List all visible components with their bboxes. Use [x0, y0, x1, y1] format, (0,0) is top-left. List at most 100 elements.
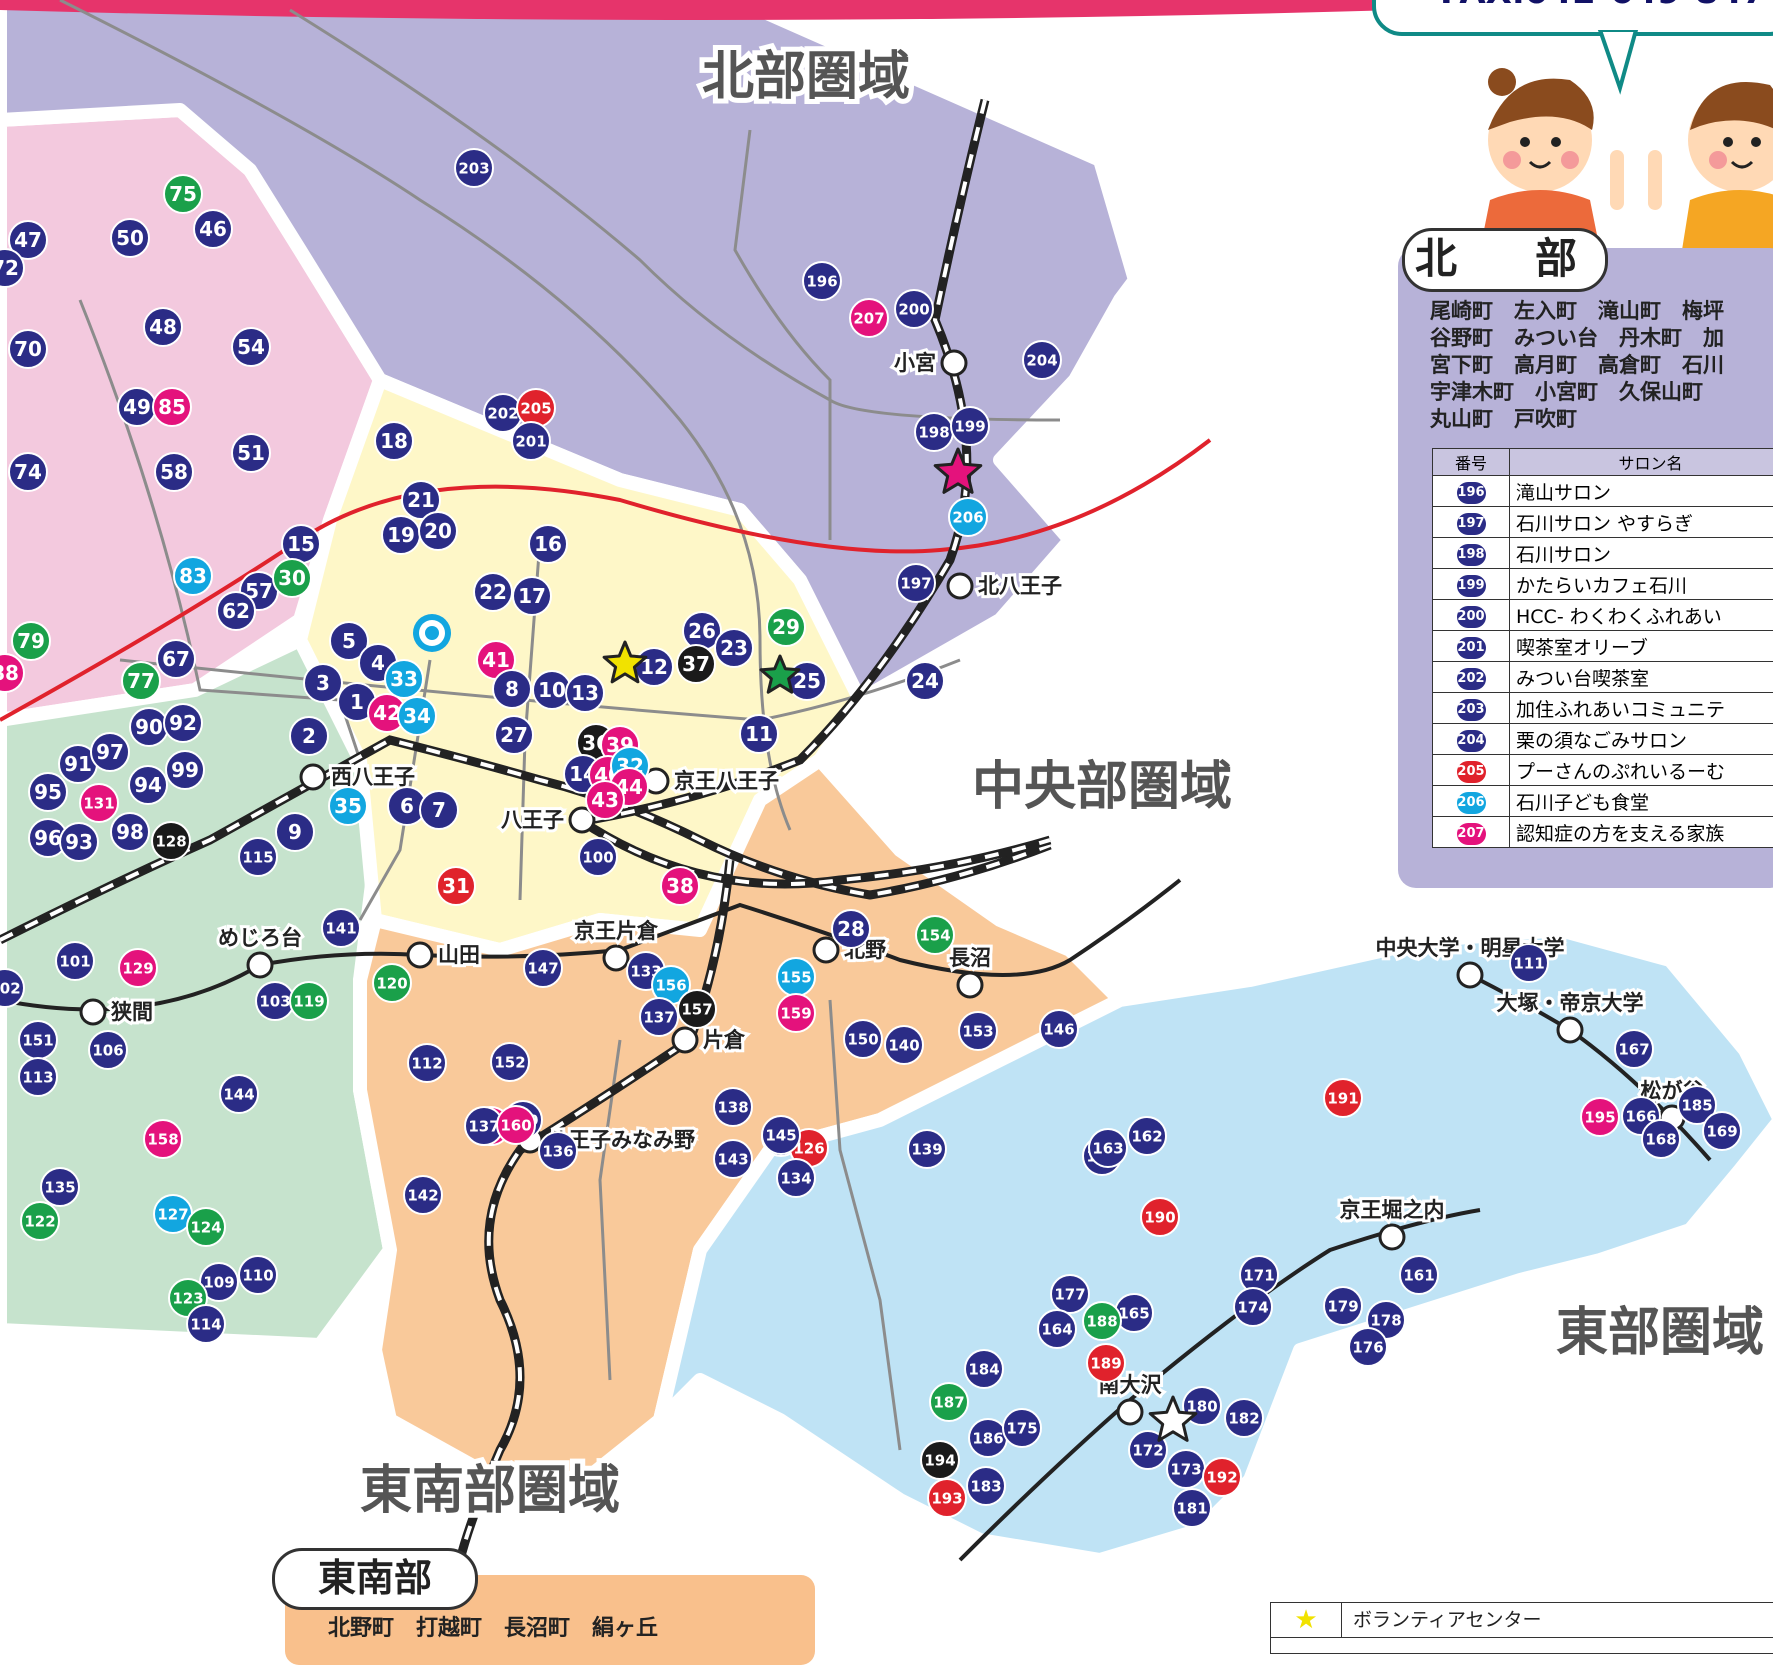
- salon-marker[interactable]: 13: [566, 674, 604, 712]
- salon-marker[interactable]: 119: [290, 982, 328, 1020]
- salon-marker[interactable]: 3: [304, 664, 342, 702]
- salon-marker[interactable]: 112: [408, 1044, 446, 1082]
- salon-marker[interactable]: 194: [921, 1441, 959, 1479]
- salon-marker[interactable]: 204: [1023, 341, 1061, 379]
- salon-marker[interactable]: 50: [111, 219, 149, 257]
- salon-marker[interactable]: 114: [187, 1305, 225, 1343]
- salon-marker[interactable]: 164: [1038, 1310, 1076, 1348]
- salon-marker[interactable]: 35: [329, 787, 367, 825]
- salon-marker[interactable]: 20: [419, 512, 457, 550]
- salon-marker[interactable]: 49: [118, 388, 156, 426]
- salon-marker[interactable]: 83: [174, 557, 212, 595]
- salon-marker[interactable]: 98: [111, 813, 149, 851]
- salon-marker[interactable]: 22: [474, 573, 512, 611]
- salon-marker[interactable]: 190: [1141, 1198, 1179, 1236]
- salon-marker[interactable]: 70: [9, 330, 47, 368]
- salon-marker[interactable]: 193: [928, 1479, 966, 1517]
- salon-marker[interactable]: 199: [951, 407, 989, 445]
- salon-marker[interactable]: 90: [130, 708, 168, 746]
- salon-marker[interactable]: 34: [398, 697, 436, 735]
- salon-marker[interactable]: 151: [19, 1021, 57, 1059]
- salon-marker[interactable]: 120: [373, 964, 411, 1002]
- salon-marker[interactable]: 157: [678, 990, 716, 1028]
- salon-marker[interactable]: 27: [495, 716, 533, 754]
- salon-marker[interactable]: 75: [164, 175, 202, 213]
- salon-marker[interactable]: 150: [844, 1020, 882, 1058]
- salon-marker[interactable]: 38: [661, 867, 699, 905]
- salon-marker[interactable]: 16: [529, 525, 567, 563]
- salon-marker[interactable]: 202: [484, 394, 522, 432]
- salon-marker[interactable]: 145: [762, 1116, 800, 1154]
- salon-marker[interactable]: 95: [29, 773, 67, 811]
- salon-marker[interactable]: 183: [967, 1467, 1005, 1505]
- salon-marker[interactable]: 18: [375, 422, 413, 460]
- salon-marker[interactable]: 12: [635, 648, 673, 686]
- salon-marker[interactable]: 93: [60, 823, 98, 861]
- salon-marker[interactable]: 205: [517, 389, 555, 427]
- salon-marker[interactable]: 92: [164, 704, 202, 742]
- salon-marker[interactable]: 139: [908, 1130, 946, 1168]
- salon-marker[interactable]: 7: [420, 791, 458, 829]
- salon-marker[interactable]: 28: [832, 910, 870, 948]
- salon-marker[interactable]: 146: [1040, 1010, 1078, 1048]
- salon-marker[interactable]: 201: [512, 422, 550, 460]
- salon-marker[interactable]: 196: [803, 262, 841, 300]
- salon-marker[interactable]: 100: [579, 838, 617, 876]
- salon-marker[interactable]: 184: [965, 1350, 1003, 1388]
- salon-marker[interactable]: 173: [1167, 1450, 1205, 1488]
- salon-marker[interactable]: 43: [586, 781, 624, 819]
- salon-marker[interactable]: 9: [276, 813, 314, 851]
- salon-marker[interactable]: 206: [949, 498, 987, 536]
- salon-marker[interactable]: 58: [155, 453, 193, 491]
- salon-marker[interactable]: 175: [1003, 1409, 1041, 1447]
- salon-marker[interactable]: 97: [91, 733, 129, 771]
- salon-marker[interactable]: 30: [273, 559, 311, 597]
- salon-marker[interactable]: 161: [1400, 1256, 1438, 1294]
- salon-marker[interactable]: 158: [144, 1120, 182, 1158]
- salon-marker[interactable]: 129: [119, 949, 157, 987]
- salon-marker[interactable]: 46: [194, 210, 232, 248]
- salon-marker[interactable]: 19: [382, 516, 420, 554]
- salon-marker[interactable]: 77: [122, 662, 160, 700]
- salon-marker[interactable]: 163: [1089, 1129, 1127, 1167]
- salon-marker[interactable]: 94: [129, 766, 167, 804]
- salon-marker[interactable]: 168: [1642, 1120, 1680, 1158]
- salon-marker[interactable]: 29: [767, 608, 805, 646]
- salon-marker[interactable]: 192: [1203, 1458, 1241, 1496]
- salon-marker[interactable]: 134: [777, 1159, 815, 1197]
- salon-marker[interactable]: 113: [19, 1058, 57, 1096]
- salon-marker[interactable]: 179: [1324, 1287, 1362, 1325]
- salon-marker[interactable]: 106: [89, 1031, 127, 1069]
- salon-marker[interactable]: 191: [1324, 1079, 1362, 1117]
- salon-marker[interactable]: 162: [1128, 1117, 1166, 1155]
- salon-marker[interactable]: 24: [906, 662, 944, 700]
- salon-marker[interactable]: 200: [895, 290, 933, 328]
- salon-marker[interactable]: 197: [897, 564, 935, 602]
- salon-marker[interactable]: 160: [497, 1106, 535, 1144]
- salon-marker[interactable]: 74: [9, 453, 47, 491]
- salon-marker[interactable]: 48: [144, 308, 182, 346]
- salon-marker[interactable]: 85: [153, 388, 191, 426]
- salon-marker[interactable]: 176: [1349, 1328, 1387, 1366]
- salon-marker[interactable]: 140: [885, 1026, 923, 1064]
- salon-marker[interactable]: 101: [56, 942, 94, 980]
- salon-marker[interactable]: 138: [714, 1088, 752, 1126]
- salon-marker[interactable]: 195: [1581, 1098, 1619, 1136]
- salon-marker[interactable]: 8: [493, 670, 531, 708]
- salon-marker[interactable]: 51: [232, 434, 270, 472]
- salon-marker[interactable]: 128: [152, 822, 190, 860]
- salon-marker[interactable]: 31: [437, 867, 475, 905]
- salon-marker[interactable]: 182: [1225, 1399, 1263, 1437]
- salon-marker[interactable]: 62: [217, 592, 255, 630]
- salon-marker[interactable]: 103: [256, 982, 294, 1020]
- salon-marker[interactable]: 142: [404, 1176, 442, 1214]
- salon-marker[interactable]: 23: [715, 629, 753, 667]
- salon-marker[interactable]: 54: [232, 328, 270, 366]
- salon-marker[interactable]: 99: [166, 751, 204, 789]
- salon-marker[interactable]: 25: [788, 662, 826, 700]
- salon-marker[interactable]: 154: [916, 916, 954, 954]
- salon-marker[interactable]: 177: [1051, 1275, 1089, 1313]
- salon-marker[interactable]: 174: [1234, 1288, 1272, 1326]
- salon-marker[interactable]: 153: [959, 1012, 997, 1050]
- salon-marker[interactable]: 110: [239, 1256, 277, 1294]
